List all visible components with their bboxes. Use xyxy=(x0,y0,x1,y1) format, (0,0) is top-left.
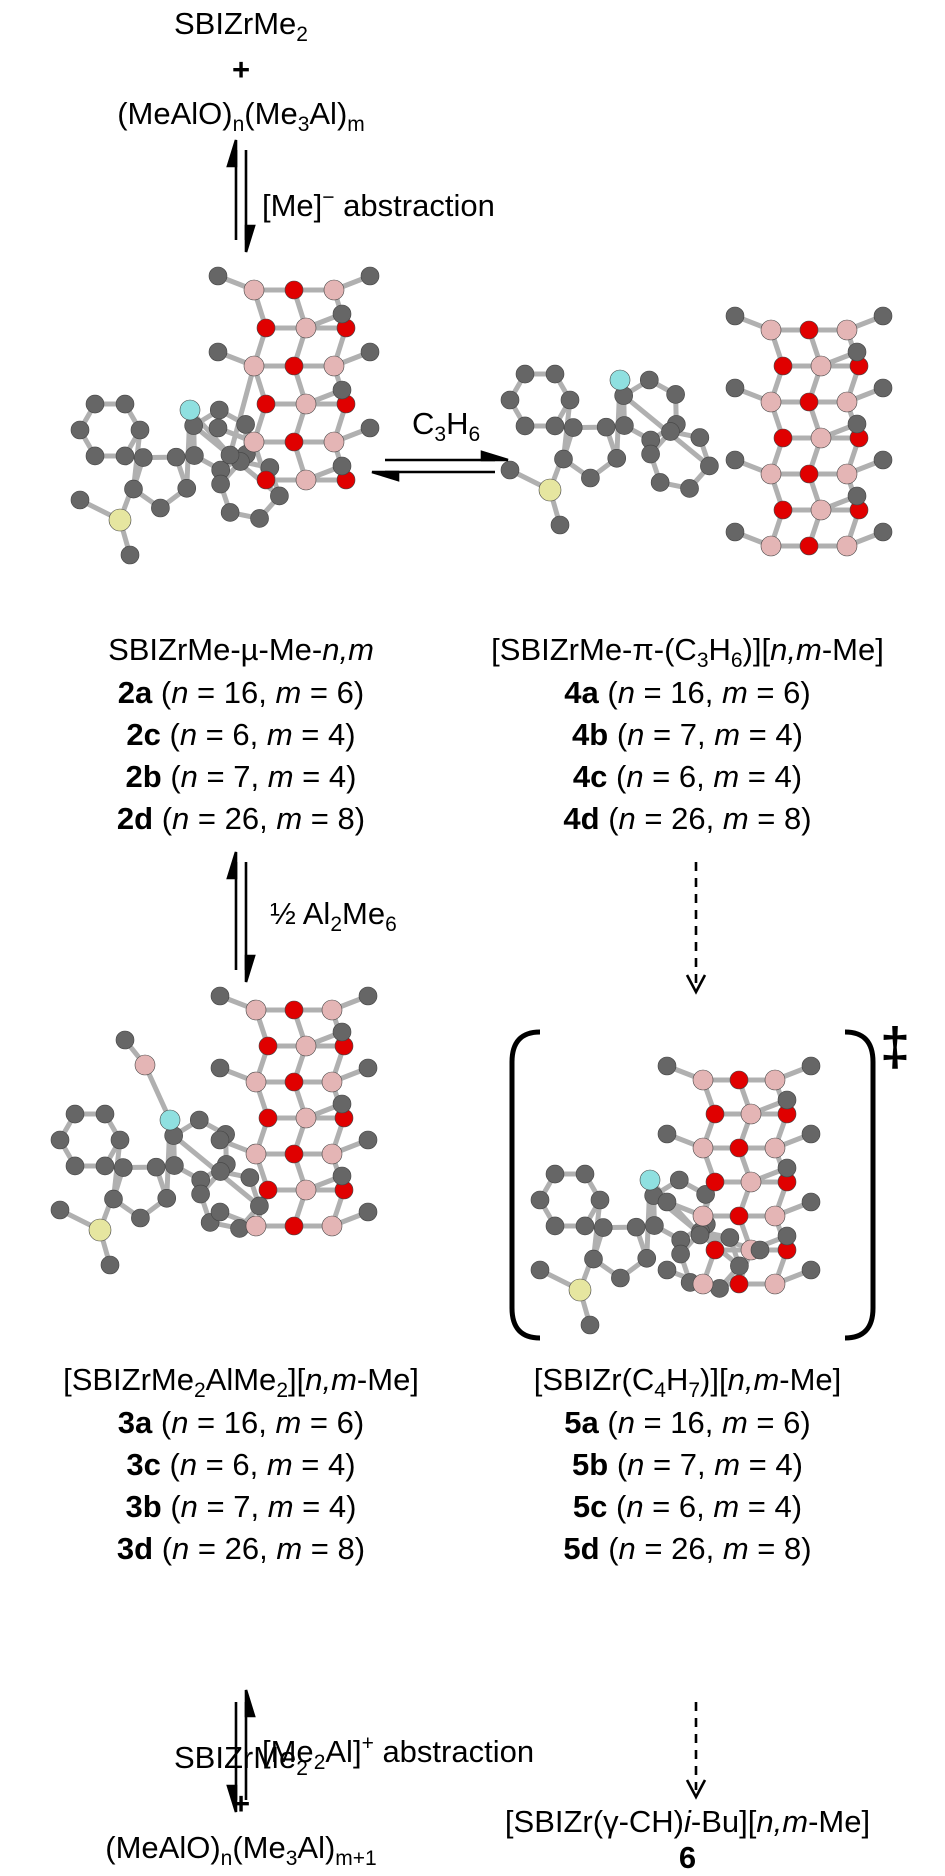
compound-entry-3b: 3b (n = 7, m = 4) xyxy=(0,1489,482,1525)
compound-entry-4a: 4a (n = 16, m = 6) xyxy=(430,675,945,711)
compound-entry-3d: 3d (n = 26, m = 8) xyxy=(0,1531,482,1567)
reactant-zirconocene: SBIZrMe2 xyxy=(0,6,482,42)
compound-entry-2d: 2d (n = 26, m = 8) xyxy=(0,801,482,837)
product-mao: (MeAlO)n(Me3Al)m+1 xyxy=(0,1830,482,1866)
compound-entry-2a: 2a (n = 16, m = 6) xyxy=(0,675,482,711)
species-2-title: SBIZrMe-µ-Me-n,m xyxy=(0,632,482,668)
compound-entry-2b: 2b (n = 7, m = 4) xyxy=(0,759,482,795)
equilibrium-arrow-2 xyxy=(372,452,508,480)
equilibrium-arrow-1 xyxy=(228,140,254,252)
compound-entry-5a: 5a (n = 16, m = 6) xyxy=(430,1405,945,1441)
compound-entry-5c: 5c (n = 6, m = 4) xyxy=(430,1489,945,1525)
compound-entry-5b: 5b (n = 7, m = 4) xyxy=(430,1447,945,1483)
equilibrium-arrow-3 xyxy=(228,852,254,982)
product-zirconocene: SBIZrMe2 xyxy=(0,1740,482,1776)
transition-state-brackets xyxy=(512,1032,873,1338)
step-label-half-al2me6: ½ Al2Me6 xyxy=(270,896,397,932)
dashed-arrow-4-to-5 xyxy=(687,862,705,992)
species-4-title: [SBIZrMe-π-(C3H6)][n,m-Me] xyxy=(430,632,945,668)
compound-entry-3c: 3c (n = 6, m = 4) xyxy=(0,1447,482,1483)
species-5-title: [SBIZr(C4H7)][n,m-Me] xyxy=(430,1362,945,1398)
species-6-title: [SBIZr(γ-CH)i-Bu][n,m-Me] xyxy=(430,1804,945,1840)
compound-entry-5d: 5d (n = 26, m = 8) xyxy=(430,1531,945,1567)
dashed-arrow-5-to-6 xyxy=(687,1702,705,1797)
species-3-title: [SBIZrMe2AlMe2][n,m-Me] xyxy=(0,1362,482,1398)
product-plus: + xyxy=(0,1786,482,1822)
compound-entry-4b: 4b (n = 7, m = 4) xyxy=(430,717,945,753)
species-6-id: 6 xyxy=(430,1840,945,1876)
step-label-propene: C3H6 xyxy=(412,406,480,442)
reactant-plus: + xyxy=(0,52,482,88)
step-label-methyl-abstraction: [Me]− abstraction xyxy=(262,188,495,224)
compound-entry-3a: 3a (n = 16, m = 6) xyxy=(0,1405,482,1441)
reactant-mao: (MeAlO)n(Me3Al)m xyxy=(0,96,482,132)
transition-state-dagger: ‡ xyxy=(880,1020,910,1074)
compound-entry-2c: 2c (n = 6, m = 4) xyxy=(0,717,482,753)
compound-entry-4d: 4d (n = 26, m = 8) xyxy=(430,801,945,837)
compound-entry-4c: 4c (n = 6, m = 4) xyxy=(430,759,945,795)
